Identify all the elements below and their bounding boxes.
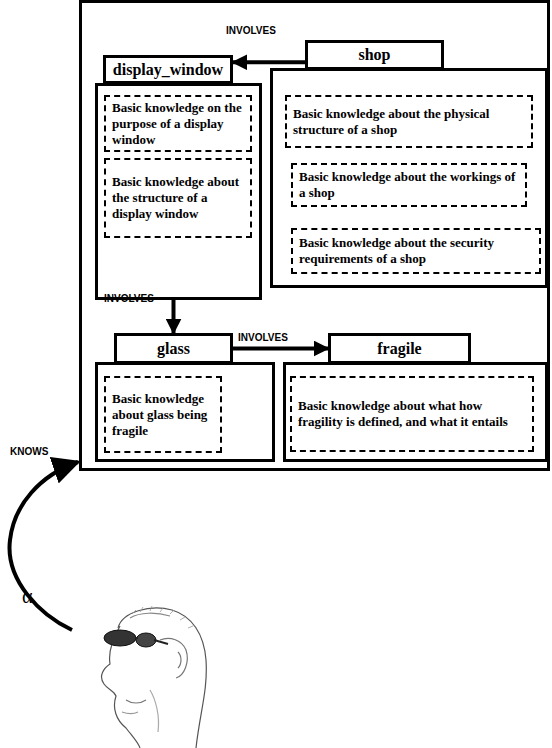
knowledge-box: Basic knowledge about the security requi…: [291, 228, 541, 274]
knowledge-text: Basic knowledge about glass being fragil…: [112, 391, 214, 439]
knowledge-box: Basic knowledge about what how fragility…: [290, 376, 534, 452]
arrow-label: KNOWS: [10, 446, 48, 457]
knowledge-box: Basic knowledge about glass being fragil…: [104, 376, 222, 453]
knowledge-text: Basic knowledge about the structure of a…: [112, 174, 244, 222]
concept-heading: fragile: [328, 333, 471, 364]
greek-letter: α: [22, 585, 32, 608]
edge-label: INVOLVES: [226, 25, 276, 36]
concept-heading: display_window: [103, 55, 233, 84]
concept-heading: glass: [114, 333, 233, 364]
knows-arrow: [10, 462, 78, 630]
concept-box: display_windowBasic knowledge on the pur…: [95, 83, 262, 300]
edge-label: INVOLVES: [238, 332, 288, 343]
concept-box: shopBasic knowledge about the physical s…: [270, 68, 548, 288]
knowledge-box: Basic knowledge about the structure of a…: [104, 158, 252, 238]
knowledge-text: Basic knowledge about the physical struc…: [293, 106, 525, 138]
hair-sketch: [132, 606, 193, 628]
involves-arrow: [233, 347, 328, 351]
edge-label: INVOLVES: [104, 293, 154, 304]
knowledge-box: Basic knowledge about the physical struc…: [285, 95, 533, 148]
involves-arrow: [233, 60, 305, 64]
concept-box: fragileBasic knowledge about what how fr…: [283, 362, 548, 462]
sunglasses: [104, 630, 168, 647]
knowledge-text: Basic knowledge about the workings of a …: [299, 169, 519, 201]
concept-box: glassBasic knowledge about glass being f…: [95, 362, 275, 462]
knowledge-text: Basic knowledge about the security requi…: [299, 235, 533, 267]
knowledge-text: Basic knowledge on the purpose of a disp…: [112, 100, 244, 148]
person-illustration: [102, 608, 207, 748]
knowledge-text: Basic knowledge about what how fragility…: [298, 398, 526, 430]
involves-arrow: [172, 300, 176, 333]
concept-heading: shop: [305, 40, 444, 70]
knowledge-box: Basic knowledge about the workings of a …: [291, 163, 527, 207]
knowledge-box: Basic knowledge on the purpose of a disp…: [104, 95, 252, 152]
